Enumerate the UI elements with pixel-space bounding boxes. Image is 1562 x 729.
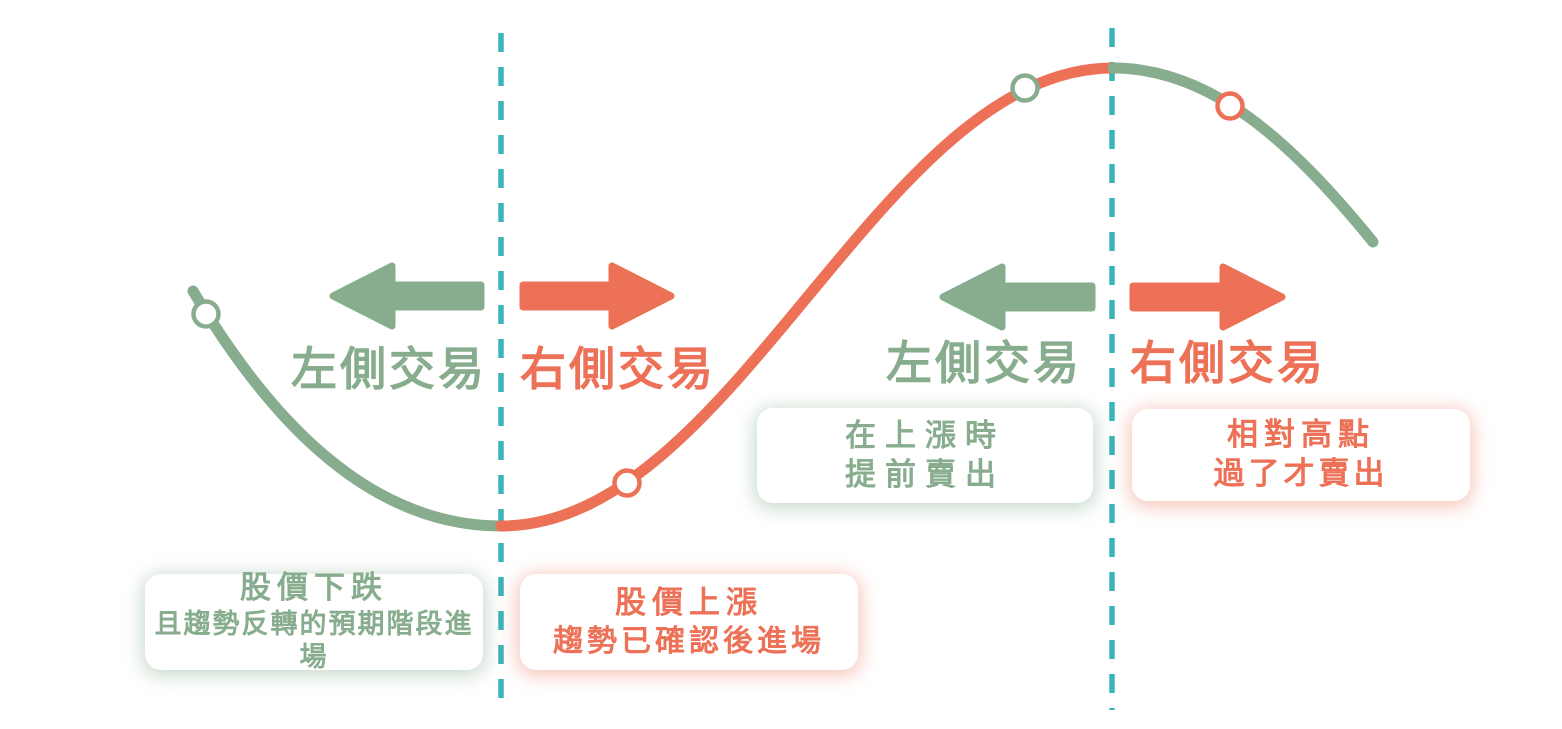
right-entry-box: 股價上漲 趨勢已確認後進場	[520, 574, 858, 670]
right-arrow-icon	[1129, 263, 1286, 331]
right-exit-box-line2: 過了才賣出	[1213, 456, 1389, 491]
left-side-trading-label: 左側交易	[291, 343, 487, 395]
right-exit-box-line1: 相對高點	[1227, 417, 1375, 453]
right-entry-box-line2: 趨勢已確認後進場	[553, 624, 825, 658]
left-entry-box-line2: 且趨勢反轉的預期階段進場	[154, 608, 474, 673]
right-entry-box-line1: 股價上漲	[615, 584, 763, 620]
marker-right-entry-point	[612, 468, 642, 498]
right-side-trading-label: 右側交易	[1130, 337, 1326, 389]
left-entry-box: 股價下跌 且趨勢反轉的預期階段進場	[145, 570, 483, 672]
left-exit-box: 在上漲時 提前賣出	[757, 408, 1093, 503]
right-arrow-icon	[519, 262, 675, 330]
left-arrow-icon	[939, 263, 1096, 331]
left-exit-box-line1: 在上漲時	[845, 417, 1005, 453]
marker-left-exit-point	[1010, 73, 1040, 103]
marker-right-exit-point	[1215, 91, 1245, 121]
right-side-trading-label: 右側交易	[520, 343, 716, 395]
right-exit-box: 相對高點 過了才賣出	[1132, 409, 1470, 501]
curve-downtrend-green	[187, 285, 507, 532]
left-side-trading-label: 左側交易	[886, 337, 1082, 389]
curve-post-peak-green	[1107, 62, 1379, 248]
left-arrow-icon	[329, 262, 485, 330]
left-exit-box-line2: 提前賣出	[845, 456, 1005, 492]
left-entry-box-line1: 股價下跌	[240, 569, 388, 605]
marker-left-entry-point	[191, 299, 221, 329]
